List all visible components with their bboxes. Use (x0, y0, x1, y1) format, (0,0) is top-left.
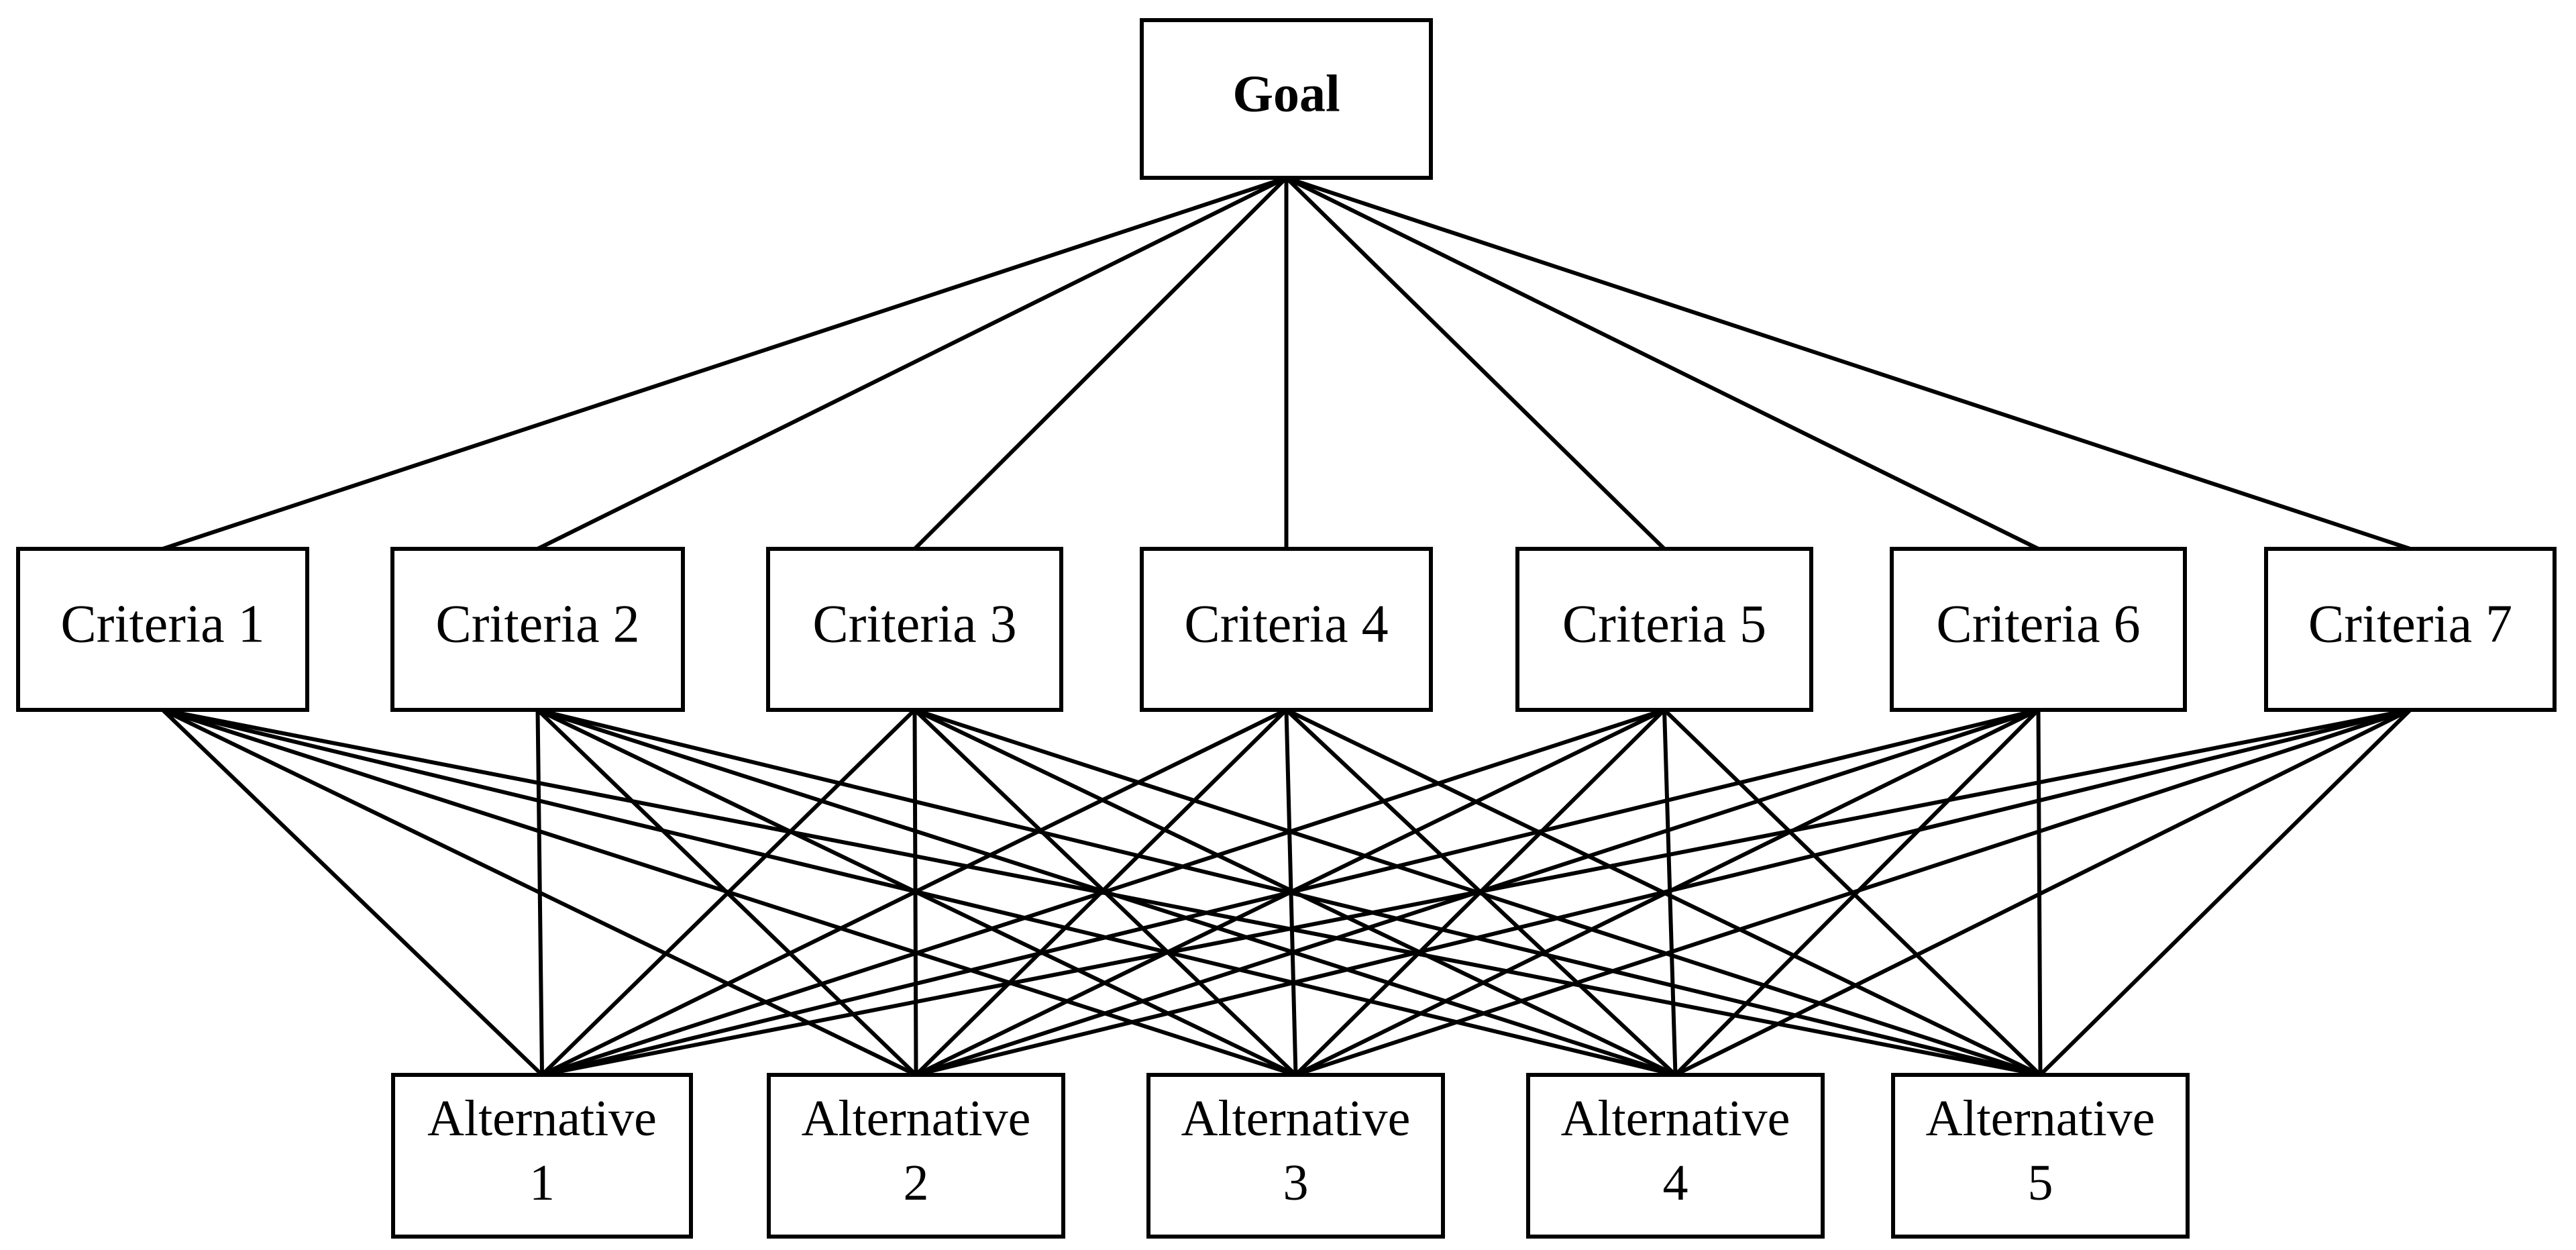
edge-c5-to-a1 (541, 708, 1665, 1077)
edge-c7-to-a1 (541, 708, 2411, 1077)
criteria-node-2[interactable]: Criteria 2 (390, 547, 685, 712)
criteria-node-3-label: Criteria 3 (812, 594, 1016, 654)
criteria-node-7-box[interactable] (2264, 547, 2557, 712)
alternative-node-5-label-line2: 5 (2028, 1155, 2053, 1211)
goal-node-label: Goal (1232, 64, 1340, 122)
alternative-node-1-label-line1: Alternative (427, 1090, 657, 1147)
criteria-node-1[interactable]: Criteria 1 (16, 547, 309, 712)
criteria-node-6-label: Criteria 6 (1936, 594, 2140, 654)
criteria-node-3[interactable]: Criteria 3 (766, 547, 1063, 712)
criteria-node-1-box[interactable] (16, 547, 309, 712)
criteria-node-6[interactable]: Criteria 6 (1890, 547, 2187, 712)
criteria-node-3-box[interactable] (766, 547, 1063, 712)
alternative-node-5-label-line1: Alternative (1926, 1090, 2155, 1147)
edge-goal-to-c1 (162, 176, 1287, 551)
alternative-node-3[interactable]: Alternative 3 (1146, 1073, 1445, 1239)
edge-c7-to-a3 (1295, 708, 2411, 1077)
edge-c3-to-a1 (540, 708, 916, 1077)
alternative-node-3-label-line1: Alternative (1181, 1090, 1411, 1147)
alternative-node-2-box[interactable] (767, 1073, 1065, 1239)
goal-node[interactable]: Goal (1140, 18, 1433, 180)
criteria-node-2-label: Criteria 2 (435, 594, 639, 654)
criteria-node-4[interactable]: Criteria 4 (1140, 547, 1433, 712)
criteria-to-alternatives-edges (161, 708, 2412, 1077)
alternative-node-5-box[interactable] (1891, 1073, 2190, 1239)
alternative-node-4-label-line2: 4 (1663, 1155, 1688, 1211)
alternative-node-1-label-line2: 1 (529, 1155, 555, 1211)
edge-goal-to-c6 (1285, 176, 2039, 551)
edge-c2-to-a1 (535, 709, 544, 1076)
edge-goal-to-c2 (537, 176, 1287, 551)
alternative-node-4-label-line1: Alternative (1561, 1090, 1790, 1147)
edge-c6-to-a1 (541, 708, 2039, 1077)
alternative-node-5[interactable]: Alternative 5 (1891, 1073, 2190, 1239)
criteria-node-5-label: Criteria 5 (1562, 594, 1766, 654)
edge-c7-to-a4 (1674, 708, 2412, 1077)
goal-to-criteria-edges (162, 176, 2411, 551)
edge-c7-to-a5 (2039, 708, 2412, 1077)
criteria-node-7-label: Criteria 7 (2308, 594, 2512, 654)
alternative-node-2-label-line1: Alternative (802, 1090, 1031, 1147)
edge-goal-to-c5 (1285, 176, 1666, 551)
alternative-node-3-box[interactable] (1146, 1073, 1445, 1239)
alternative-node-2[interactable]: Alternative 2 (767, 1073, 1065, 1239)
alternative-node-3-label-line2: 3 (1283, 1155, 1309, 1211)
alternative-node-2-label-line2: 2 (904, 1155, 929, 1211)
criteria-node-4-label: Criteria 4 (1184, 594, 1388, 654)
alternative-node-4-box[interactable] (1526, 1073, 1825, 1239)
criteria-node-5-box[interactable] (1515, 547, 1813, 712)
edge-c1-to-a1 (161, 708, 544, 1077)
alternative-node-1-box[interactable] (391, 1073, 693, 1239)
criteria-node-5[interactable]: Criteria 5 (1515, 547, 1813, 712)
edge-c7-to-a2 (915, 708, 2411, 1077)
alternative-node-1[interactable]: Alternative 1 (391, 1073, 693, 1239)
edge-goal-to-c3 (913, 176, 1288, 551)
criteria-node-1-label: Criteria 1 (60, 594, 264, 654)
criteria-node-6-box[interactable] (1890, 547, 2187, 712)
goal-node-box[interactable] (1140, 18, 1433, 180)
criteria-node-4-box[interactable] (1140, 547, 1433, 712)
criteria-node-2-box[interactable] (390, 547, 685, 712)
criteria-node-7[interactable]: Criteria 7 (2264, 547, 2557, 712)
alternative-node-4[interactable]: Alternative 4 (1526, 1073, 1825, 1239)
edge-goal-to-c7 (1285, 176, 2411, 551)
edge-c4-to-a1 (541, 708, 1287, 1077)
